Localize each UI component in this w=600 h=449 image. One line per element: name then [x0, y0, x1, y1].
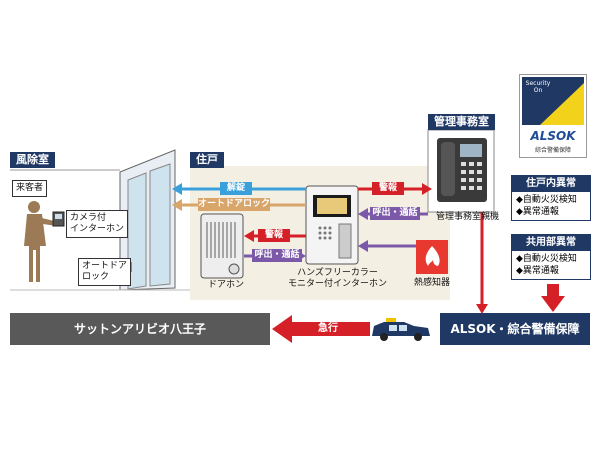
heat-detector-arrow: [358, 240, 416, 252]
zone-vestibule: 風除室: [10, 152, 55, 168]
alert-panel-common: 共用部異常 ◆自動火災検知 ◆異常通報: [511, 234, 591, 280]
unlock-tag: 解錠: [220, 182, 252, 195]
visitor-figure: [24, 201, 58, 282]
patrol-car-icon: [372, 318, 430, 341]
rush-label: 急行: [318, 323, 338, 334]
security-on-text: Security On: [525, 80, 551, 94]
alert-item: ◆自動火災検知: [516, 254, 577, 264]
management-console-label: 管理事務室親機: [436, 212, 500, 222]
camera-intercom-label: カメラ付 インターホン: [66, 210, 129, 238]
heat-detector-icon: [416, 240, 448, 274]
monitor-intercom-device: [305, 185, 359, 265]
alert-title: 共用部異常: [511, 234, 591, 251]
auto-door-lock-label: オートドア ロック: [78, 258, 132, 286]
door-phone-label: ドアホン: [208, 280, 245, 290]
management-to-alsok-arrow: [476, 212, 488, 314]
glass-door-right-panel: [149, 163, 171, 287]
alsok-center: ALSOK・綜合警備保障: [440, 313, 590, 345]
alarm-tag-management: 警報: [372, 182, 404, 195]
door-phone-device: [200, 213, 244, 279]
alert-item: ◆自動火災検知: [516, 195, 577, 205]
building-name: サットンアリビオ八王子: [10, 313, 270, 345]
management-console-device: [427, 129, 495, 213]
zone-management-office: 管理事務室: [428, 114, 495, 130]
alsok-brand-text: ALSOK: [530, 129, 576, 143]
call-tag-doorphone: 呼出・通話: [252, 249, 302, 262]
alert-title: 住戸内異常: [511, 175, 591, 192]
heat-detector-label: 熱感知器: [414, 278, 451, 288]
alert-item: ◆異常通報: [516, 266, 559, 276]
visitor-label: 来客者: [12, 180, 48, 197]
call-tag-management: 呼出・通話: [370, 207, 420, 220]
alsok-company-small: 綜合警備保障: [534, 147, 571, 154]
monitor-intercom-label: ハンズフリーカラー モニター付インターホン: [288, 268, 388, 289]
zone-dwelling: 住戸: [190, 152, 224, 168]
alarm-tag-doorphone: 警報: [258, 229, 290, 242]
rush-arrow: [272, 315, 370, 343]
alert-panel-dwelling: 住戸内異常 ◆自動火災検知 ◆異常通報: [511, 175, 591, 221]
alsok-logo: Security On ALSOK 綜合警備保障: [519, 74, 587, 158]
auto-door-lock-tag: オートドアロック: [198, 198, 271, 211]
common-alert-to-alsok-arrow: [541, 284, 565, 312]
alert-item: ◆異常通報: [516, 207, 559, 217]
glass-door-left-panel: [127, 172, 147, 290]
